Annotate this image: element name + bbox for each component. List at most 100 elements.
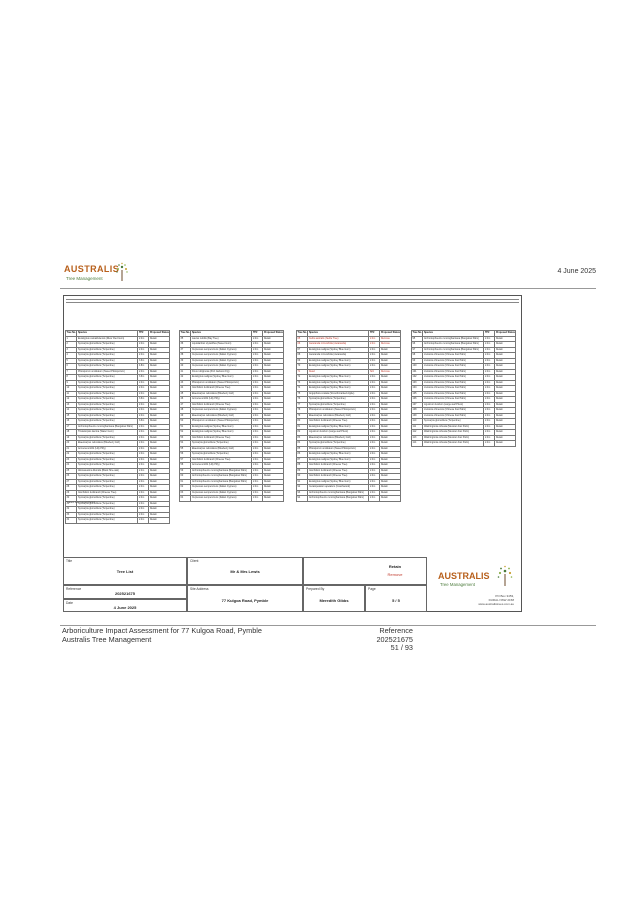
table-cell: Retain <box>262 478 285 485</box>
table-cell: Retain <box>262 390 285 397</box>
table-cell: 52 <box>178 429 192 436</box>
table-cell: 31 <box>64 500 78 507</box>
table-cell: 12 <box>64 396 78 403</box>
table-cell: 68 <box>295 352 309 359</box>
table-cell: Retain <box>148 407 171 414</box>
table-cell: Retain <box>494 396 517 403</box>
title-block: Title Tree List Client Mr & Mrs Lewis Re… <box>63 557 522 612</box>
table-cell: Retain <box>379 484 402 491</box>
table-cell: 75 <box>295 390 309 397</box>
table-cell: Remove <box>379 335 402 342</box>
table-cell: Retain <box>379 478 402 485</box>
table-cell: 60 <box>178 473 192 480</box>
table-cell: Retain <box>494 341 517 348</box>
table-cell: Retain <box>148 484 171 491</box>
table-cell: Retain <box>148 412 171 419</box>
table-cell: Retain <box>262 357 285 364</box>
table-cell: Retain <box>148 374 171 381</box>
table-cell: Retain <box>148 467 171 474</box>
status-retain: Retain <box>388 564 402 569</box>
table-cell: 67 <box>295 346 309 353</box>
table-cell: Retain <box>262 368 285 375</box>
table-cell: 5 <box>64 357 78 364</box>
table-cell: Archontophoenix cunninghamiana (Bangalow… <box>422 346 485 353</box>
table-cell: 55 <box>178 445 192 452</box>
table-cell: Retain <box>262 341 285 348</box>
table-cell: Retain <box>148 495 171 502</box>
column-header: Proposed Status <box>379 330 402 337</box>
table-cell: 95 <box>410 335 424 342</box>
table-cell: 73 <box>295 379 309 386</box>
date-value: 4 June 2025 <box>113 605 137 610</box>
tb-address-line2: DURAL NSW 2158 <box>488 598 514 602</box>
site-cell: Site Address 77 Kulgoa Road, Pymble <box>187 585 303 612</box>
table-cell: 11 <box>64 390 78 397</box>
table-cell: 94 <box>295 495 309 502</box>
table-cell: 81 <box>295 423 309 430</box>
logo-tagline: Tree Management <box>66 276 103 281</box>
column-header: Tree No. <box>295 330 309 337</box>
table-cell: Cupressus sempervirens (Italian Cypress) <box>190 495 253 502</box>
table-cell: 13 <box>64 401 78 408</box>
table-cell: 105 <box>410 390 424 397</box>
table-cell: Retain <box>262 462 285 469</box>
table-cell: Retain <box>148 335 171 342</box>
table-cell: 26 <box>64 473 78 480</box>
table-cell: Retain <box>148 445 171 452</box>
table-cell: Retain <box>262 473 285 480</box>
table-cell: Retain <box>148 368 171 375</box>
table-cell: Retain <box>494 429 517 436</box>
table-cell: Remove <box>379 368 402 375</box>
table-cell: Retain <box>262 429 285 436</box>
table-cell: 4 <box>64 352 78 359</box>
table-cell: 48 <box>178 407 192 414</box>
table-cell: Retain <box>148 500 171 507</box>
table-cell: 62 <box>178 484 192 491</box>
table-cell: Retain <box>262 434 285 441</box>
table-cell: 30 <box>64 495 78 502</box>
table-cell: Retain <box>148 440 171 447</box>
status-remove: Remove <box>387 572 403 577</box>
table-cell: Retain <box>379 374 402 381</box>
table-cell: 107 <box>410 401 424 408</box>
footer-right: Reference 202521675 51 / 93 <box>345 626 413 653</box>
table-cell: Retain <box>494 423 517 430</box>
table-cell: Archontophoenix cunninghamiana (Bangalow… <box>422 335 485 342</box>
table-cell: Retain <box>148 434 171 441</box>
table-cell: Retain <box>148 357 171 364</box>
table-cell: 101 <box>410 368 424 375</box>
